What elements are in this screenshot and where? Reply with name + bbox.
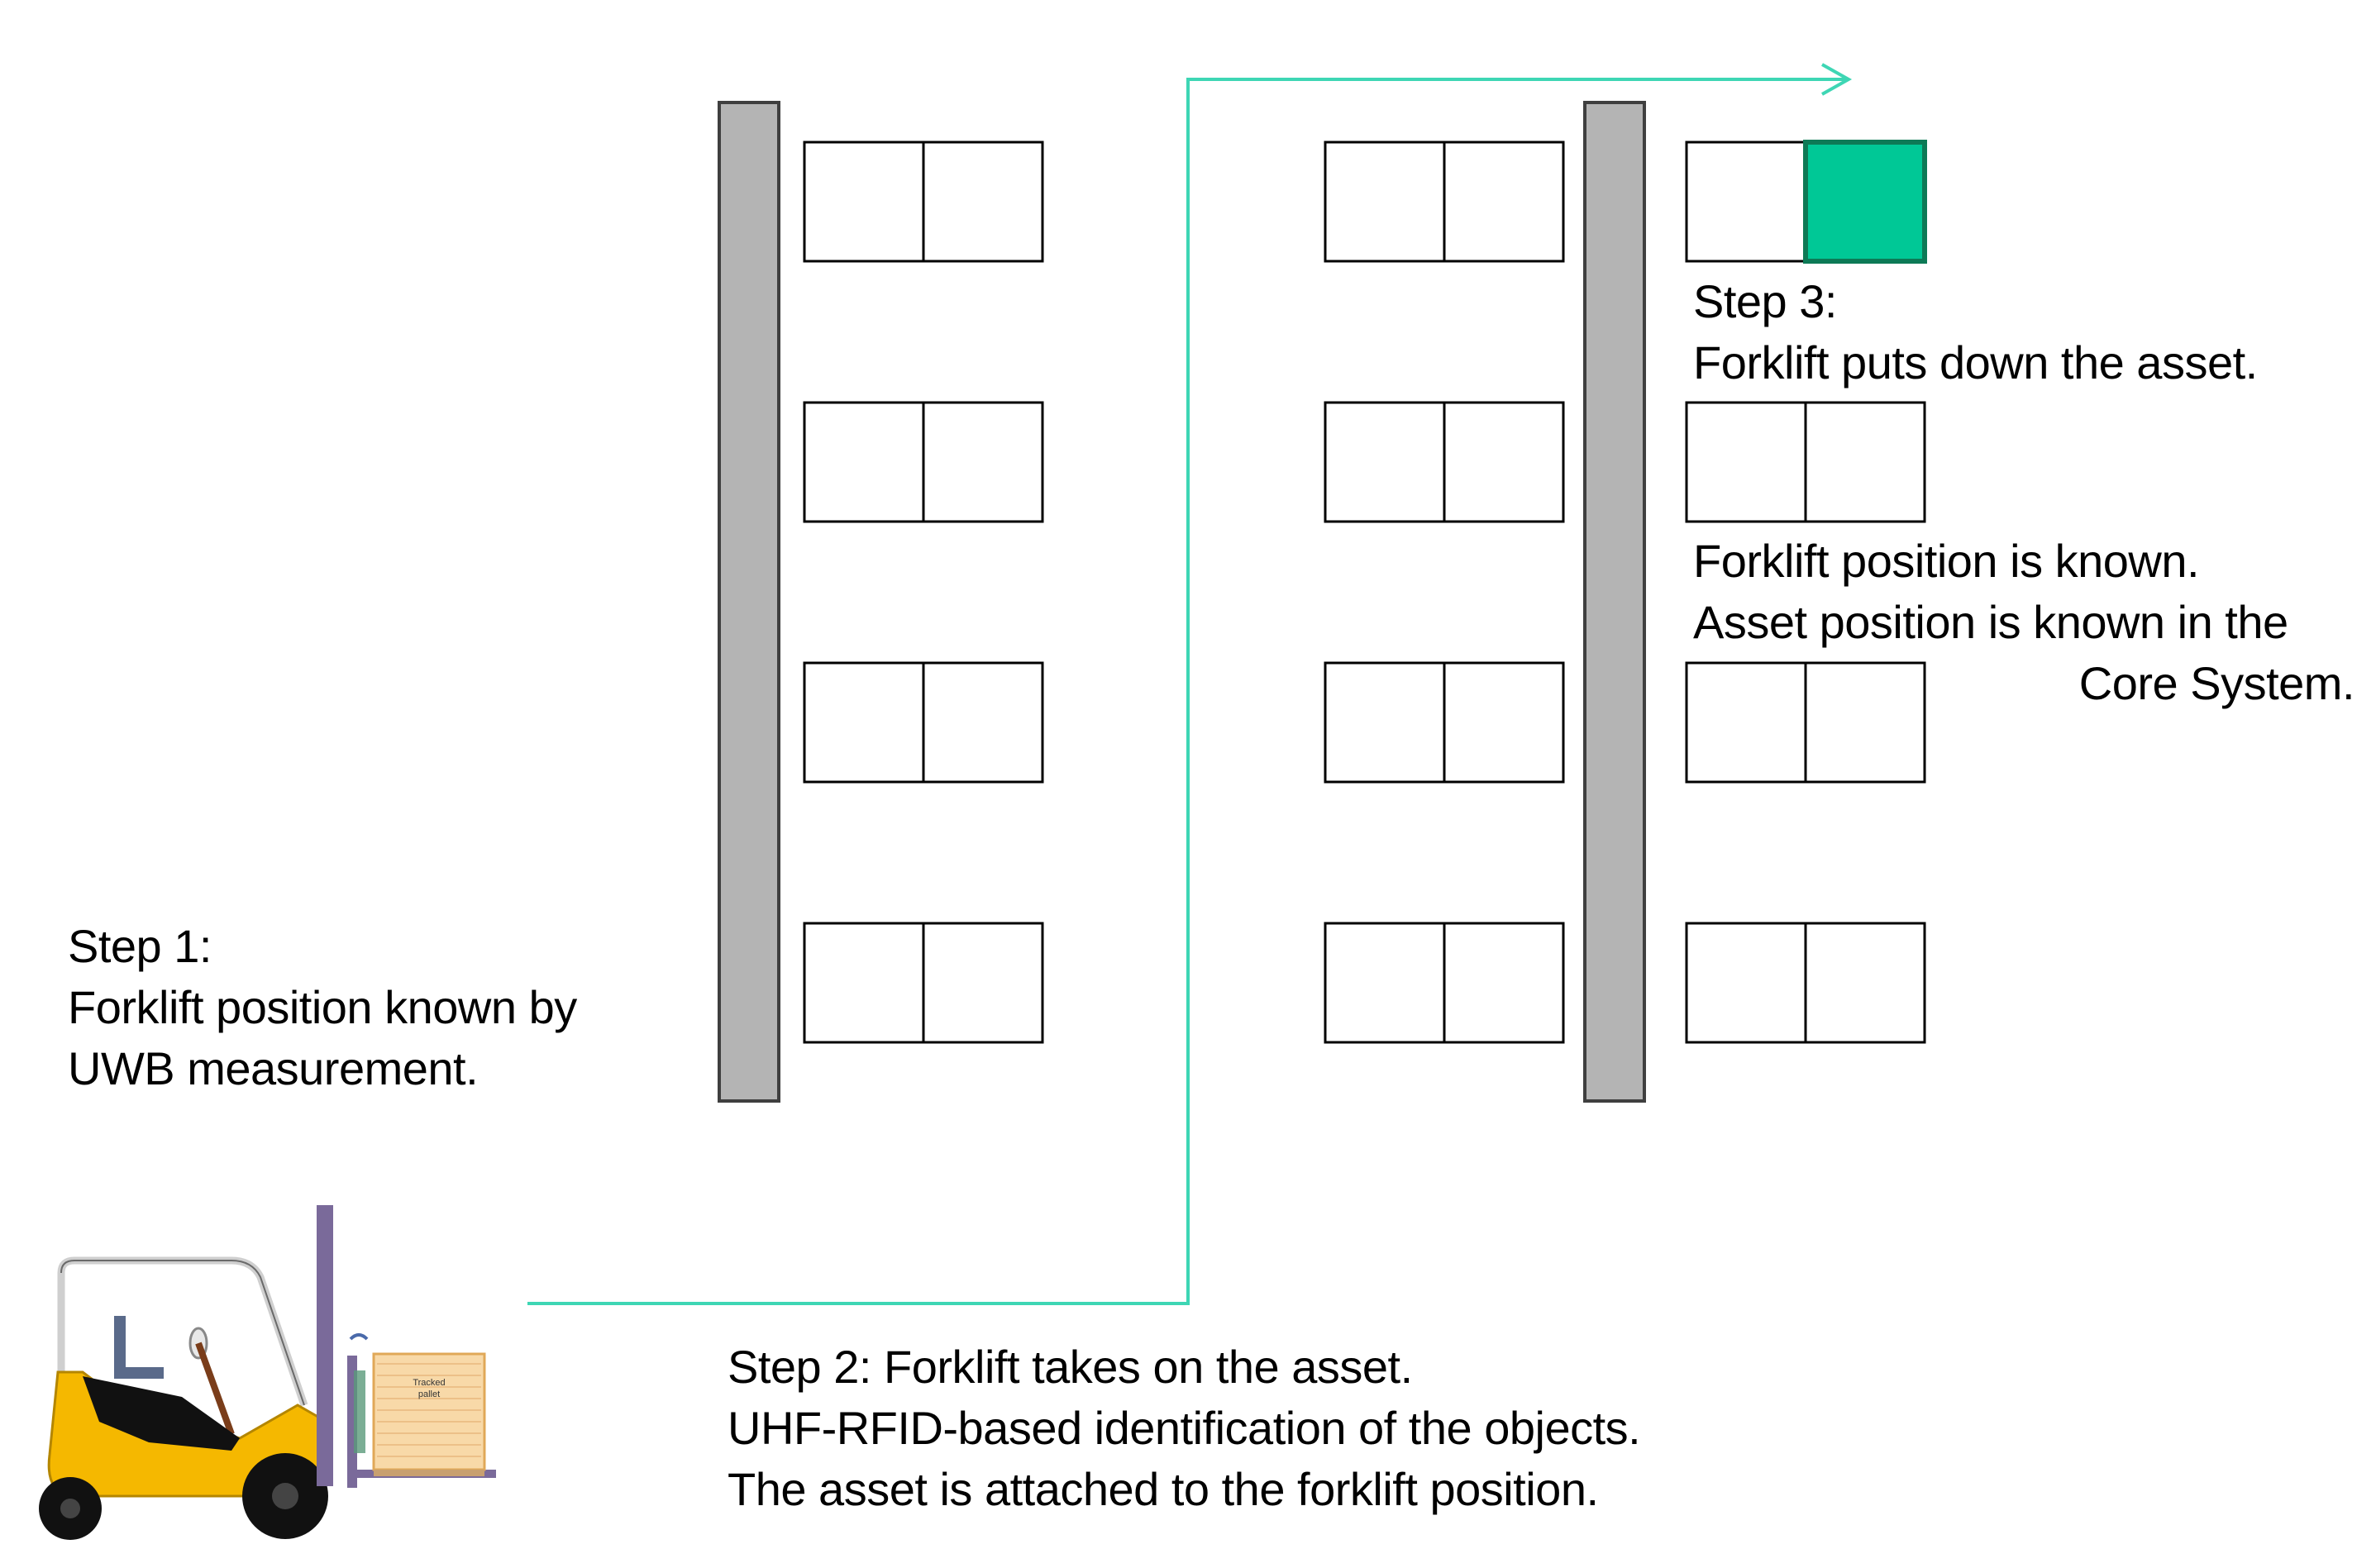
right-rack-cell-r2-c2 [1804, 401, 1926, 523]
right-rack-cell-r4-c2 [1804, 922, 1926, 1044]
left-rack-cell-r4-c1 [803, 922, 925, 1044]
middle-rack-cell-r2-c1 [1324, 401, 1446, 523]
left-rack-cell-r1-c1 [803, 141, 925, 263]
storage-cells [803, 140, 1927, 1044]
placed-asset-cell [1803, 140, 1927, 264]
left-rack-cell-r3-c1 [803, 661, 925, 784]
middle-rack-cell-r2-c2 [1443, 401, 1565, 523]
status-label: Forklift position is known. Asset positi… [1693, 531, 2355, 714]
forklift-seat-back [114, 1316, 126, 1374]
tracked-pallet-icon: Tracked pallet [372, 1352, 486, 1476]
right-rack-cell-r1-c1 [1685, 141, 1807, 263]
step2-line2: UHF-RFID-based identification of the obj… [728, 1402, 1641, 1454]
middle-rack-cell-r1-c2 [1443, 141, 1565, 263]
right-rack-cell-r4-c1 [1685, 922, 1807, 1044]
middle-rack-cell-r1-c1 [1324, 141, 1446, 263]
rack-left [718, 101, 780, 1103]
left-rack-cell-r4-c2 [922, 922, 1044, 1044]
middle-rack-cell-r3-c2 [1443, 661, 1565, 784]
arrow-right-icon [1821, 63, 1853, 96]
route-line [527, 78, 1845, 1305]
forklift-mast [317, 1205, 333, 1486]
pallet-box [372, 1352, 486, 1471]
left-rack-cell-r2-c1 [803, 401, 925, 523]
status-line3: Core System. [2078, 657, 2355, 709]
right-rack-cell-r3-c2 [1804, 661, 1926, 784]
right-rack-cell-r3-c1 [1685, 661, 1807, 784]
step3-line2: Forklift puts down the asset. [1693, 336, 2258, 388]
left-rack-cell-r1-c2 [922, 141, 1044, 263]
middle-rack-cell-r4-c1 [1324, 922, 1446, 1044]
step2-title: Step 2: Forklift takes on the asset. [728, 1341, 1413, 1393]
status-line2: Asset position is known in the [1693, 596, 2288, 648]
middle-rack-cell-r3-c1 [1324, 661, 1446, 784]
right-rack-cell-r2-c1 [1685, 401, 1807, 523]
status-line1: Forklift position is known. [1693, 535, 2200, 587]
forklift-route [527, 63, 1853, 1305]
step3-title: Step 3: [1693, 275, 1837, 327]
step1-line2: Forklift position known by [68, 981, 577, 1033]
step2-label: Step 2: Forklift takes on the asset. UHF… [728, 1337, 1641, 1520]
pallet-label-line2: pallet [418, 1389, 440, 1399]
left-rack-cell-r2-c2 [922, 401, 1044, 523]
step2-line3: The asset is attached to the forklift po… [728, 1463, 1599, 1515]
step1-line3: UWB measurement. [68, 1042, 479, 1094]
step1-label: Step 1: Forklift position known by UWB m… [68, 916, 577, 1099]
step1-title: Step 1: [68, 920, 212, 972]
rack-middle [1583, 101, 1646, 1103]
middle-rack-cell-r4-c2 [1443, 922, 1565, 1044]
pallet-label-line1: Tracked [413, 1378, 445, 1388]
step3-label: Step 3: Forklift puts down the asset. [1693, 271, 2258, 393]
forklift-seat [114, 1367, 164, 1379]
left-rack-cell-r3-c2 [922, 661, 1044, 784]
